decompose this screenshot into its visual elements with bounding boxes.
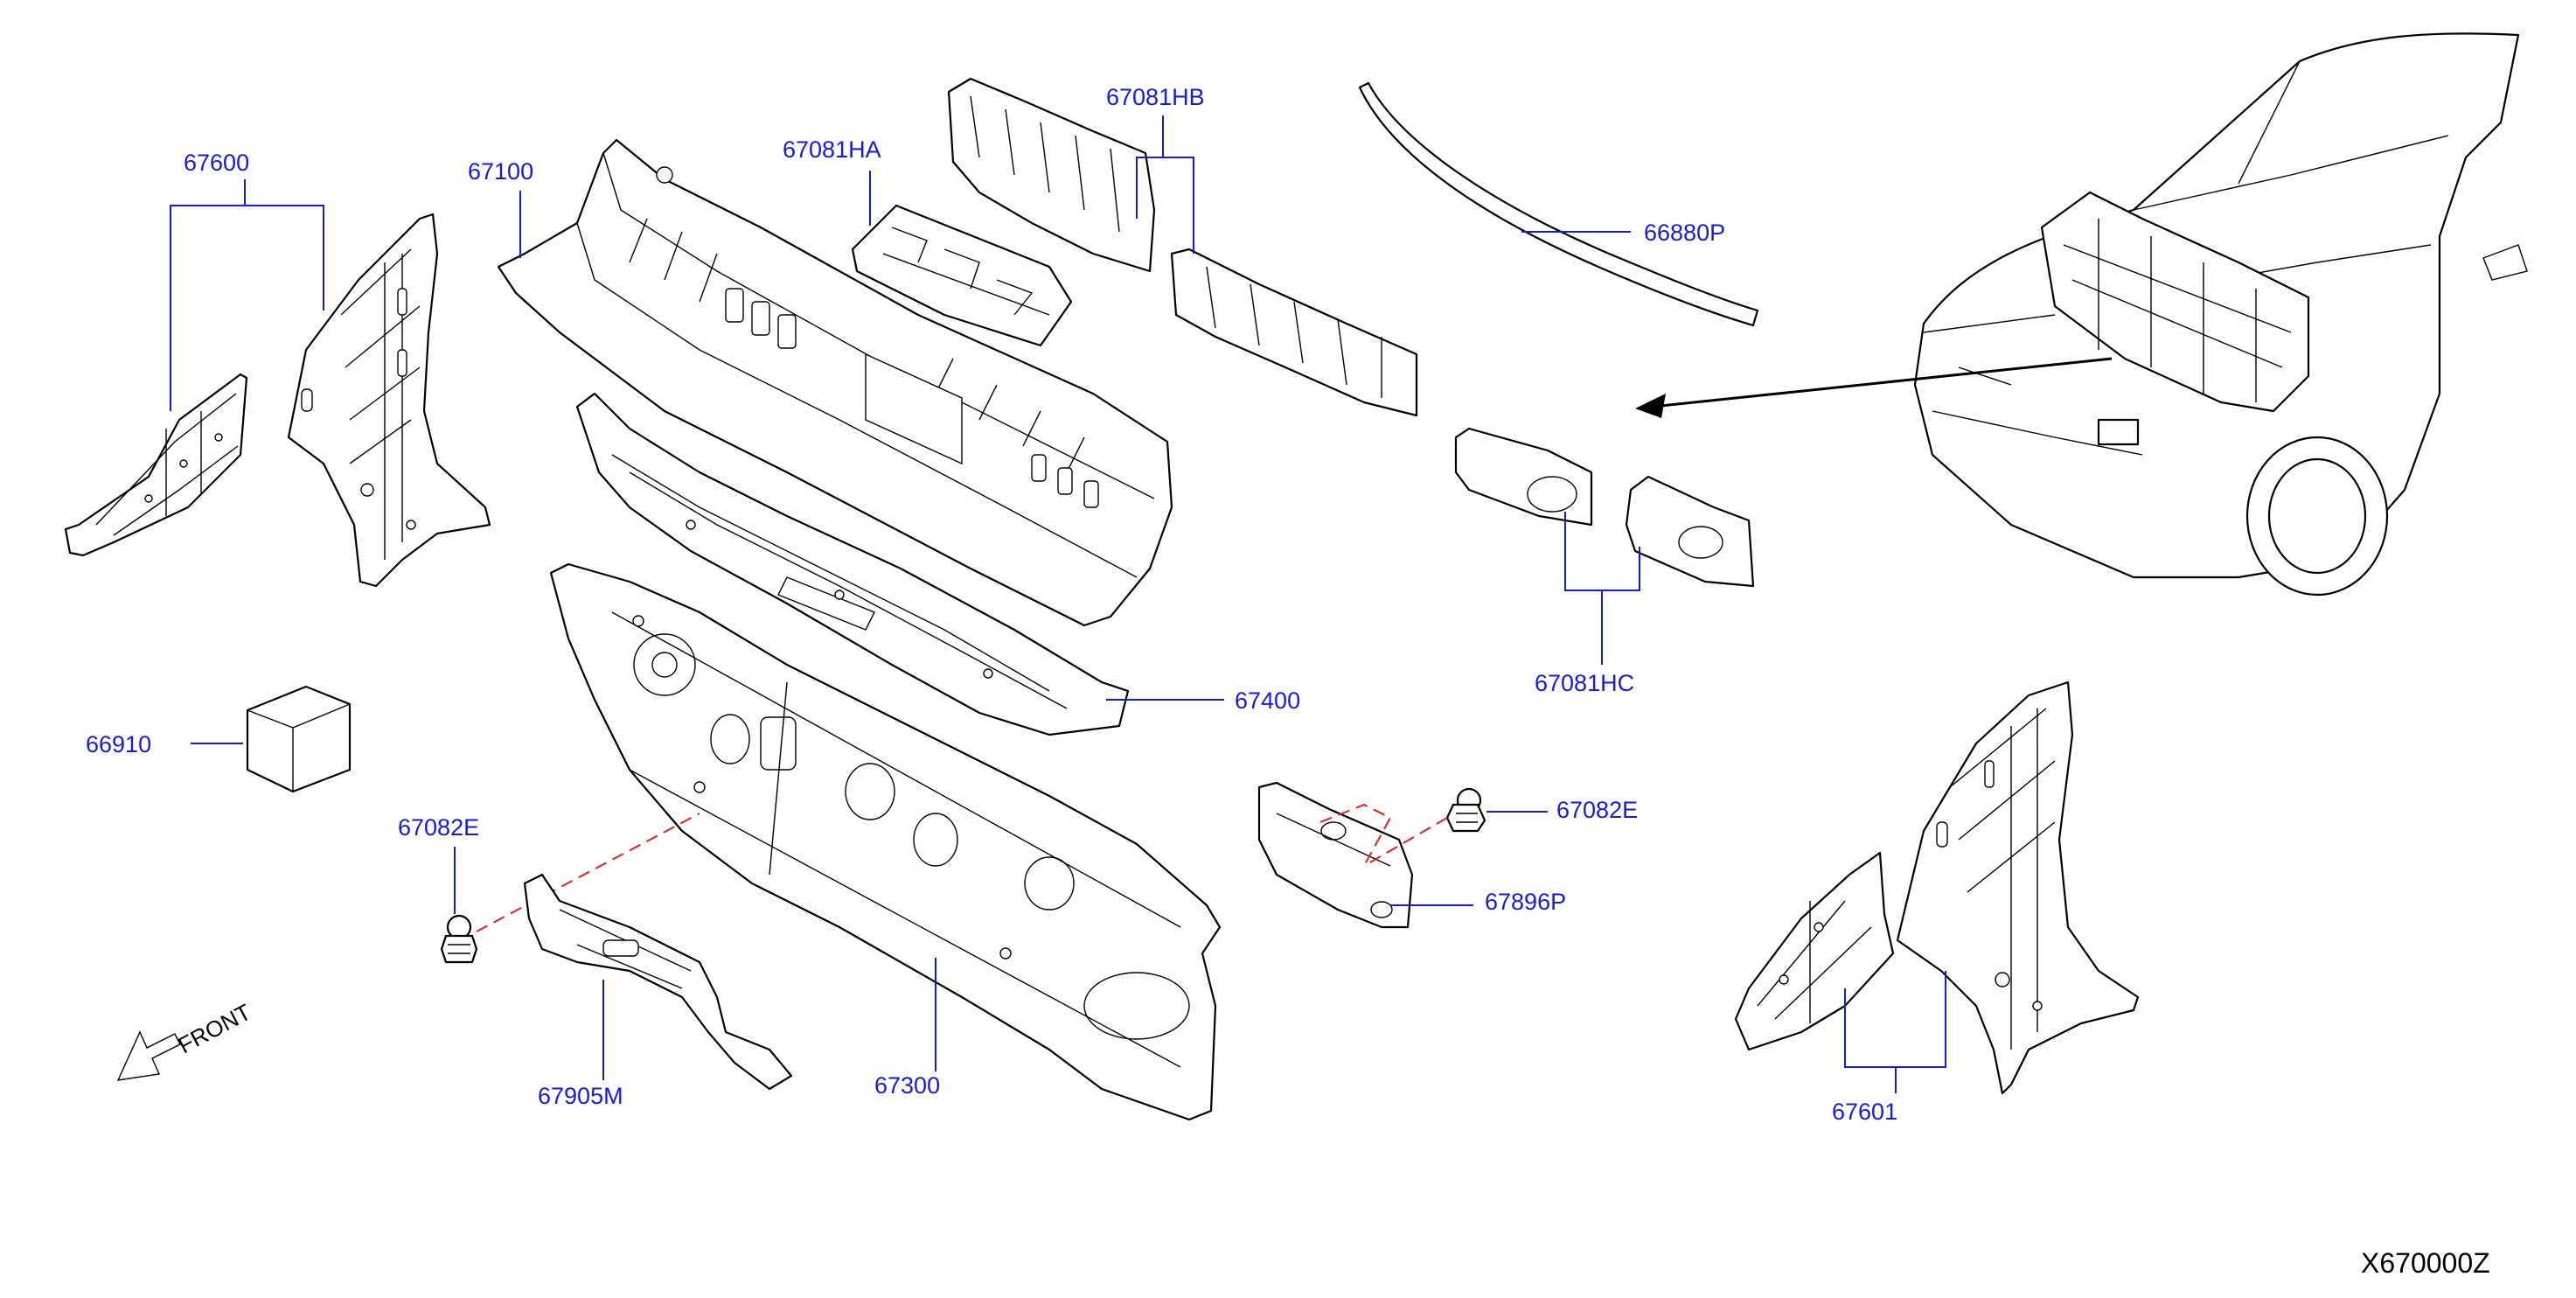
part-67300[interactable] (549, 562, 1222, 1121)
part-67400[interactable] (575, 392, 1130, 736)
part-67081HB[interactable] (947, 77, 1418, 417)
part-67081HC[interactable] (1454, 427, 1755, 588)
part-67905M[interactable] (523, 873, 793, 1091)
label-67100[interactable]: 67100 (468, 158, 533, 185)
callout-67081HB: 67081HB (1106, 84, 1205, 254)
label-66910[interactable]: 66910 (86, 731, 151, 757)
label-66880P[interactable]: 66880P (1644, 220, 1725, 246)
label-67896P[interactable]: 67896P (1485, 889, 1566, 915)
callout-66910: 66910 (86, 731, 243, 757)
location-arrow (1652, 357, 2113, 408)
label-67081HC[interactable]: 67081HC (1535, 670, 1634, 696)
callout-66880P: 66880P (1521, 220, 1725, 246)
part-67600[interactable] (64, 213, 491, 588)
callout-67300: 67300 (874, 958, 940, 1099)
label-67600[interactable]: 67600 (184, 150, 249, 176)
part-67100[interactable] (497, 138, 1173, 627)
dashed-guide-right (1319, 803, 1448, 867)
part-67082E-left-clip[interactable] (440, 914, 478, 964)
label-67601[interactable]: 67601 (1832, 1099, 1897, 1125)
part-67082E-right-clip[interactable] (1445, 787, 1486, 833)
part-67896P[interactable] (1257, 781, 1414, 929)
label-67081HB[interactable]: 67081HB (1106, 84, 1205, 110)
callout-67601: 67601 (1832, 971, 1946, 1125)
vehicle-reference-illustration (1913, 32, 2528, 597)
label-67300[interactable]: 67300 (874, 1072, 940, 1099)
location-arrow-head (1635, 394, 1666, 418)
callout-67081HC: 67081HC (1535, 512, 1640, 696)
callout-67896P: 67896P (1390, 889, 1566, 915)
label-67082E-right[interactable]: 67082E (1556, 797, 1638, 823)
part-66910[interactable] (246, 685, 352, 793)
label-67082E-left[interactable]: 67082E (398, 814, 479, 841)
callout-67081HA: 67081HA (783, 136, 881, 226)
diagram-code: X670000Z (2361, 1247, 2490, 1279)
front-label: FRONT (174, 999, 255, 1059)
callout-67905M: 67905M (538, 980, 623, 1109)
front-arrow-icon (116, 1030, 181, 1081)
callout-67400: 67400 (1106, 687, 1300, 714)
label-67905M[interactable]: 67905M (538, 1083, 623, 1109)
part-67081HA[interactable] (851, 204, 1073, 347)
front-indicator: FRONT (116, 999, 255, 1081)
callout-67600: 67600 (170, 150, 324, 411)
label-67081HA[interactable]: 67081HA (783, 136, 881, 163)
part-66880P[interactable] (1358, 81, 1759, 327)
label-67400[interactable]: 67400 (1235, 687, 1300, 714)
callout-67082E-left: 67082E (398, 814, 479, 914)
dashed-guide-left (476, 813, 700, 932)
callout-67082E-right: 67082E (1486, 797, 1638, 823)
callout-67100: 67100 (468, 158, 533, 258)
part-67601[interactable] (1734, 680, 2140, 1095)
